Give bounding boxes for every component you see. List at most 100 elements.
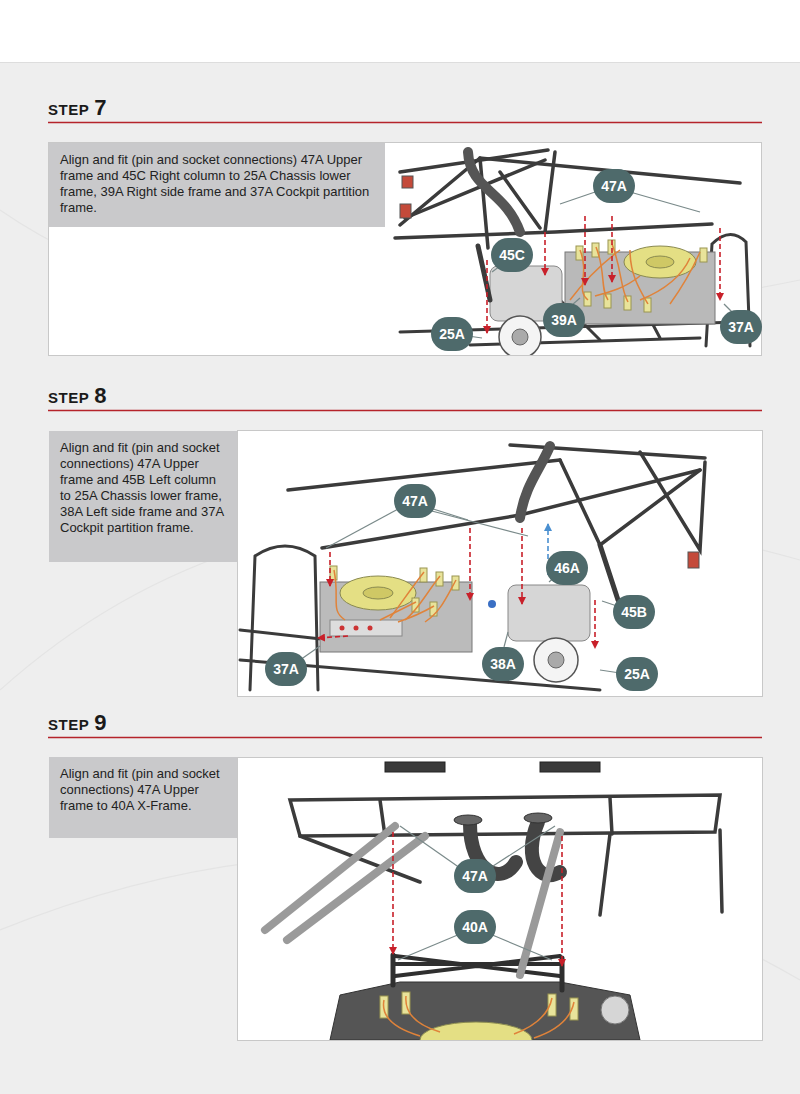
lamp (688, 552, 699, 568)
lamp (385, 762, 445, 772)
upper-frame (288, 445, 705, 600)
fitting-arrow (561, 836, 563, 966)
illustration-frame (238, 758, 763, 1041)
page-ground (0, 0, 800, 62)
fitting-arrow (486, 260, 488, 333)
leader-line (326, 508, 400, 548)
step-number: 7 (94, 97, 106, 119)
fitting-arrow (329, 552, 331, 586)
lamp (402, 176, 413, 188)
chassis-frame (250, 546, 318, 690)
fitting-arrow (719, 228, 721, 300)
engine (452, 576, 459, 590)
instruction-box: Align and fit (pin and socket connection… (49, 431, 237, 562)
callout-number: 45B (613, 595, 655, 629)
x-frame (395, 956, 560, 976)
callout-number: 40A (454, 910, 496, 944)
page-ground (0, 62, 800, 63)
engine (570, 244, 700, 304)
engine (604, 294, 611, 308)
engine (580, 250, 588, 300)
upper-frame (600, 545, 618, 600)
engine (499, 316, 541, 355)
assembly-illustration (395, 150, 750, 355)
step-heading: STEP (48, 717, 89, 732)
illustration-frame (238, 431, 763, 697)
upper-frame (395, 224, 712, 238)
leader-line (398, 934, 460, 960)
engine (334, 570, 456, 622)
engine (425, 580, 456, 622)
upper-frame (480, 158, 488, 248)
funnel (454, 813, 552, 825)
engine (488, 600, 496, 608)
engine (354, 626, 359, 631)
leader-line (430, 508, 468, 520)
upper-frame (520, 446, 550, 518)
engine (595, 276, 640, 296)
lamp (540, 762, 600, 772)
fitting-arrow (393, 832, 562, 966)
fitting-arrow (392, 832, 394, 954)
chassis-frame (240, 546, 600, 690)
step-rule (48, 410, 762, 411)
engine (514, 998, 552, 1034)
upper-frame (395, 150, 740, 300)
engine (646, 256, 674, 268)
callout-number: 47A (454, 859, 496, 893)
instruction-text: Align and fit (pin and socket connection… (60, 440, 227, 536)
engine (383, 996, 574, 1038)
side-tube (287, 836, 425, 940)
upper-frame (322, 470, 700, 548)
leader-line (504, 632, 508, 647)
engine (624, 296, 631, 310)
leader-line (490, 934, 552, 960)
engine (368, 626, 373, 631)
engine (320, 566, 590, 682)
engine (398, 606, 434, 622)
fitting-arrow (469, 528, 471, 600)
engine (601, 996, 629, 1024)
step-rule (48, 122, 762, 123)
engine (334, 570, 345, 620)
instruction-box: Align and fit (pin and socket connection… (49, 143, 385, 227)
leader-line (468, 191, 732, 338)
engine (363, 587, 393, 599)
engine (330, 620, 402, 636)
upper-frame (545, 152, 555, 232)
engine (596, 247, 608, 300)
engine (330, 982, 640, 1040)
upper-frame (380, 798, 612, 836)
illustration-frame (49, 143, 762, 356)
engine (406, 996, 440, 1032)
engine (508, 585, 590, 641)
leader-line (630, 192, 700, 212)
leader-line (398, 826, 555, 960)
callout-number: 47A (593, 169, 635, 203)
engine (390, 572, 424, 618)
upper-frame (478, 246, 490, 300)
assembly-illustration (265, 762, 722, 1040)
callout-number: 25A (431, 317, 473, 351)
callout-number: 38A (482, 647, 524, 681)
instruction-box: Align and fit (pin and socket connection… (49, 757, 237, 838)
upper-frame (400, 158, 740, 225)
engine (430, 602, 437, 616)
fitting-arrow (611, 216, 613, 282)
leader-line (560, 191, 598, 204)
lamp (688, 552, 699, 568)
engine (340, 626, 373, 631)
leader-line (490, 826, 555, 868)
step-number: 9 (94, 712, 106, 734)
fitting-arrow (521, 528, 523, 604)
fitting-arrow (318, 636, 348, 638)
side-tube (520, 832, 560, 975)
step-rule (48, 737, 762, 738)
engine (534, 1002, 574, 1038)
upper-frame (290, 795, 720, 836)
leader-line (400, 826, 460, 868)
step-rule (48, 123, 762, 738)
